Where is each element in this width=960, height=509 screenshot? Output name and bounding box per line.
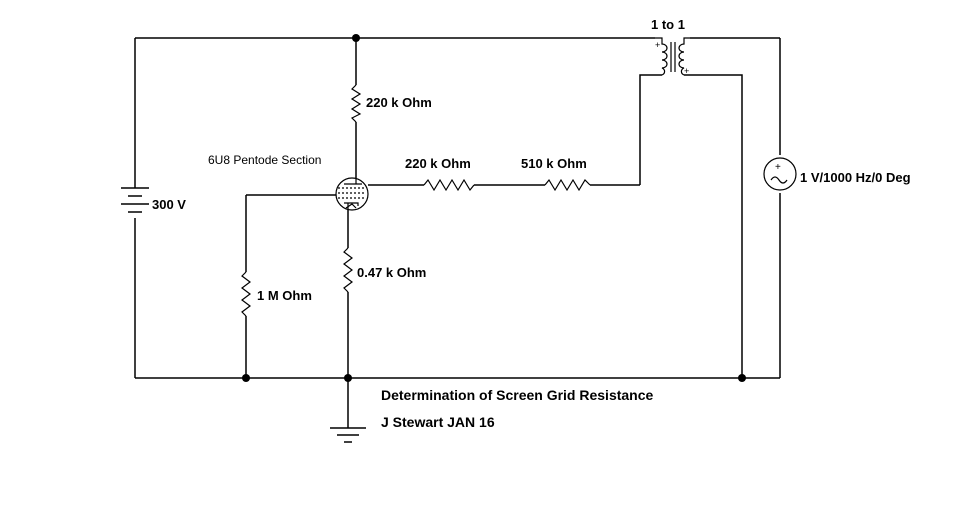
junction-dot: [344, 374, 352, 382]
cathode-resistor-label: 0.47 k Ohm: [357, 265, 426, 280]
grid-resistor-2-symbol: [544, 178, 591, 192]
plate-resistor-label: 220 k Ohm: [366, 95, 432, 110]
junction-dot: [352, 34, 360, 42]
wiring: [134, 37, 781, 428]
grid-leak-resistor-symbol: [241, 271, 251, 317]
battery-label: 300 V: [152, 197, 186, 212]
tube-label: 6U8 Pentode Section: [208, 153, 321, 167]
grid-resistor-2-label: 510 k Ohm: [521, 156, 587, 171]
ground-symbol: [330, 427, 366, 443]
svg-text:+: +: [684, 66, 689, 76]
grid-leak-resistor-label: 1 M Ohm: [257, 288, 312, 303]
transformer-label: 1 to 1: [651, 17, 685, 32]
ac-source-symbol: +: [763, 157, 797, 191]
svg-text:+: +: [775, 162, 781, 173]
junction-dot: [242, 374, 250, 382]
svg-text:+: +: [655, 40, 660, 50]
grid-resistor-1-label: 220 k Ohm: [405, 156, 471, 171]
transformer-symbol: + +: [655, 37, 690, 76]
cathode-resistor-symbol: [343, 247, 353, 293]
diagram-author: J Stewart JAN 16: [381, 414, 495, 430]
battery-symbol: [121, 187, 149, 213]
junction-dot: [738, 374, 746, 382]
ac-source-label: 1 V/1000 Hz/0 Deg: [800, 170, 911, 185]
pentode-tube-symbol: [335, 177, 369, 211]
diagram-title: Determination of Screen Grid Resistance: [381, 387, 654, 403]
grid-resistor-1-symbol: [423, 178, 475, 192]
plate-resistor-symbol: [350, 84, 362, 123]
junction-dots: [242, 34, 746, 382]
